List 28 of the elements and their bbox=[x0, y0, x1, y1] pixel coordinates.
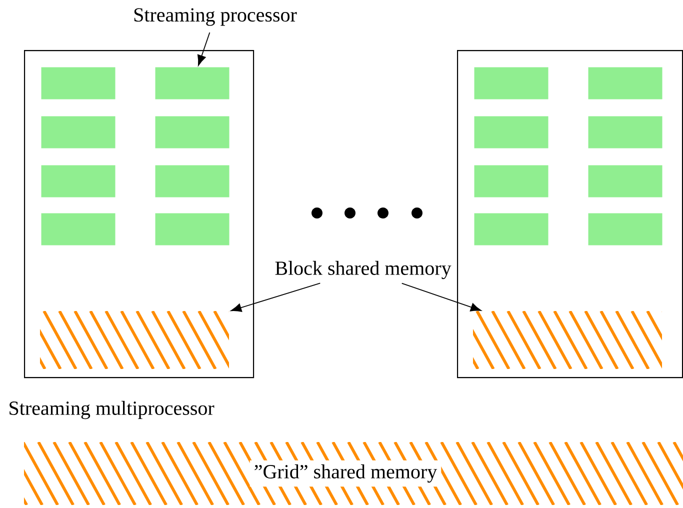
processor-box bbox=[155, 67, 230, 100]
processor-box bbox=[41, 213, 116, 246]
shared-memory-bar bbox=[40, 311, 229, 369]
node-caption: Streaming multiprocessor bbox=[10, 400, 214, 420]
node-label: ”Grid” shared memory bbox=[254, 464, 438, 483]
callout-text: Streaming processor bbox=[134, 8, 297, 26]
processor-box bbox=[41, 165, 116, 198]
processor-box bbox=[588, 116, 662, 148]
processor-box bbox=[41, 116, 116, 148]
shared-memory-bar bbox=[473, 311, 662, 369]
multiprocessor-box bbox=[457, 50, 683, 378]
processor-box bbox=[588, 213, 662, 246]
processor-box bbox=[474, 67, 548, 100]
processor-box bbox=[155, 213, 230, 246]
processor-box bbox=[474, 116, 548, 148]
arrow bbox=[197, 32, 210, 66]
processor-box bbox=[155, 116, 230, 148]
processor-box bbox=[588, 67, 662, 100]
processor-box bbox=[155, 165, 230, 198]
multiprocessor-box bbox=[24, 50, 254, 378]
arrow bbox=[230, 282, 321, 312]
processor-box bbox=[41, 67, 116, 100]
processor-box bbox=[474, 213, 548, 246]
arrow bbox=[401, 282, 482, 312]
processor-box bbox=[588, 165, 662, 198]
processor-box bbox=[474, 165, 548, 198]
grid-memory-band: ”Grid” shared memory bbox=[24, 442, 683, 505]
callout-text: Block shared memory bbox=[275, 260, 452, 280]
